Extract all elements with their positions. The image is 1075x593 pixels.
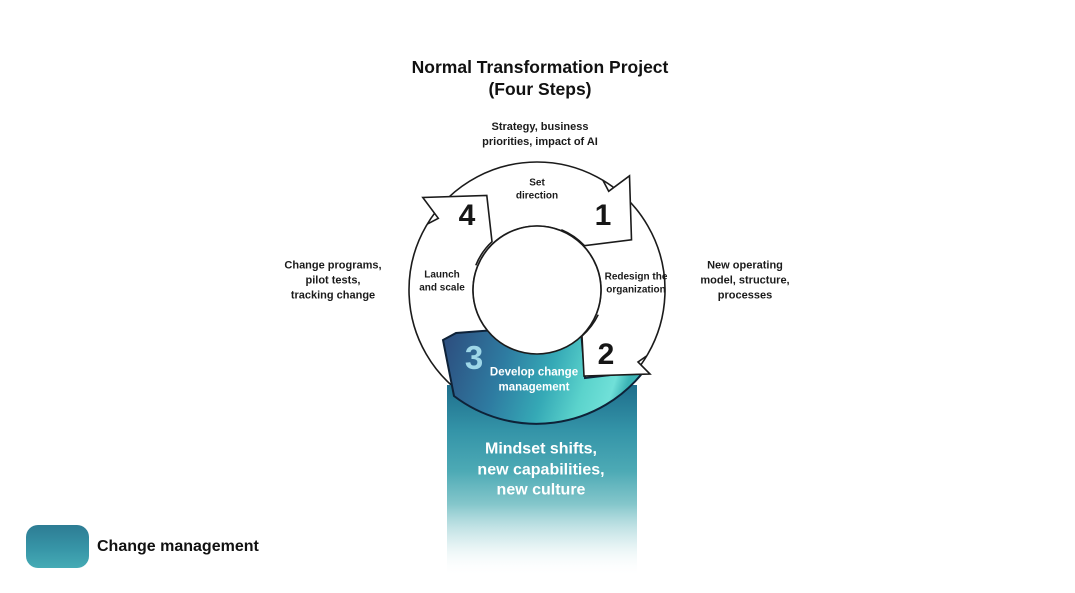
step-1-number: 1 xyxy=(594,199,612,232)
step-3-number: 3 xyxy=(464,339,484,376)
step-4-arrowhead-outline xyxy=(421,194,493,266)
diagram-title: Normal Transformation Project (Four Step… xyxy=(411,57,669,99)
step-1-label: Set direction xyxy=(515,177,559,202)
cycle-center-circle xyxy=(472,225,602,355)
annotation-set-direction: Strategy, business priorities, impact of… xyxy=(482,121,598,148)
step-2-label: Redesign the organization xyxy=(604,271,668,296)
legend-swatch xyxy=(26,525,89,568)
step-arrowheads xyxy=(421,174,652,377)
annotation-change-management: Mindset shifts, new capabilities, new cu… xyxy=(477,440,605,499)
step-4-arrowhead xyxy=(422,195,492,242)
annotation-launch: Change programs, pilot tests, tracking c… xyxy=(284,259,382,302)
step-1-arrowhead xyxy=(584,175,632,246)
step-1-arrowhead-outline xyxy=(560,174,633,247)
step-4-number: 4 xyxy=(458,199,476,232)
step-4-label: Launch and scale xyxy=(419,269,465,294)
step-2-arrowhead xyxy=(582,336,650,376)
step-2-number: 2 xyxy=(597,338,615,371)
step-3-label: Develop change management xyxy=(489,366,579,394)
annotation-redesign: New operating model, structure, processe… xyxy=(700,259,790,302)
legend-label: Change management xyxy=(97,538,259,555)
